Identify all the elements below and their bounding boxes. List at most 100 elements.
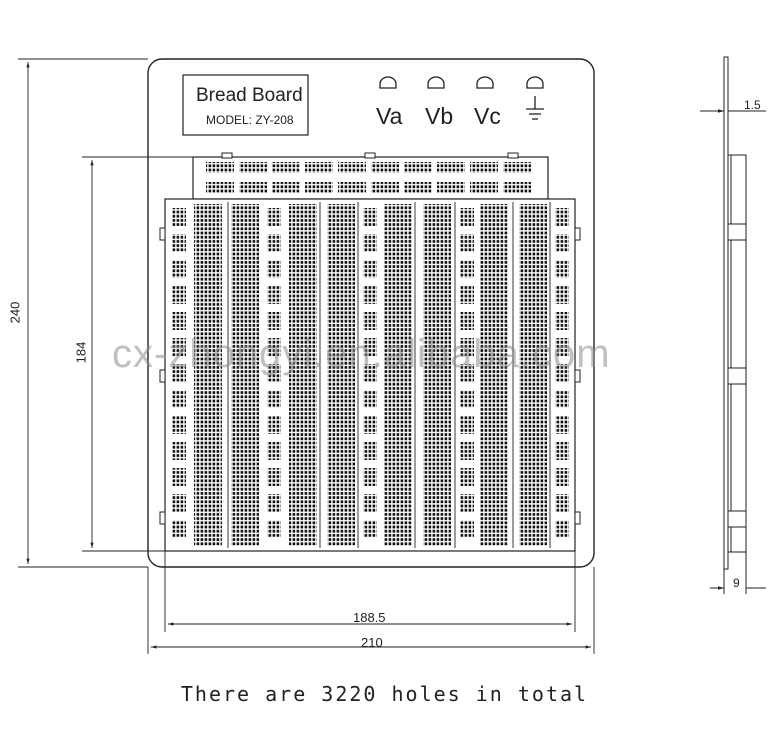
terminal-label-vb: Vb — [425, 103, 454, 129]
rail-hole-group — [460, 416, 474, 434]
dim-height-board: 184 — [73, 341, 89, 364]
rail-hole-group — [363, 468, 377, 486]
terminal-hole-column — [289, 204, 317, 546]
bus-hole-group — [239, 162, 267, 173]
rail-hole-group — [172, 338, 186, 356]
terminal-hole-column — [423, 204, 451, 546]
title-box-model: MODEL: ZY-208 — [206, 113, 294, 127]
rail-hole-group — [363, 312, 377, 330]
dim-thickness-total: 9 — [733, 576, 740, 590]
bus-hole-group — [404, 162, 432, 173]
terminal-post-icon — [379, 76, 397, 89]
dimension-lines — [18, 58, 595, 654]
title-box — [182, 74, 309, 136]
holes-total-caption: There are 3220 holes in total — [180, 682, 589, 706]
rail-hole-group — [363, 260, 377, 278]
rail-hole-group — [172, 286, 186, 304]
rail-hole-group — [460, 468, 474, 486]
bus-hole-group — [437, 162, 465, 173]
rail-hole-group — [267, 286, 281, 304]
rail-hole-group — [555, 208, 569, 226]
rail-hole-group — [172, 312, 186, 330]
rail-hole-group — [172, 208, 186, 226]
bus-hole-group — [437, 182, 465, 193]
rail-hole-group — [555, 260, 569, 278]
terminal-posts — [379, 76, 544, 89]
rail-hole-group — [460, 286, 474, 304]
rail-hole-group — [460, 312, 474, 330]
terminal-post-icon — [427, 76, 445, 89]
rail-hole-group — [363, 390, 377, 408]
dim-width-total: 210 — [361, 635, 383, 650]
bus-hole-group — [404, 182, 432, 193]
rail-hole-group — [172, 442, 186, 460]
rail-hole-group — [555, 416, 569, 434]
rail-hole-group — [460, 442, 474, 460]
rail-hole-group — [363, 364, 377, 382]
bus-hole-group — [371, 162, 399, 173]
rail-hole-group — [172, 234, 186, 252]
rail-hole-group — [267, 520, 281, 538]
rail-hole-group — [172, 364, 186, 382]
side-view — [700, 56, 766, 594]
rail-hole-group — [460, 338, 474, 356]
rail-hole-group — [460, 364, 474, 382]
bus-hole-group — [503, 162, 531, 173]
rail-hole-group — [267, 208, 281, 226]
rail-hole-group — [555, 520, 569, 538]
bus-hole-group — [272, 182, 300, 193]
bus-hole-group — [371, 182, 399, 193]
rail-hole-group — [363, 494, 377, 512]
rail-hole-group — [267, 234, 281, 252]
dim-height-total: 240 — [7, 301, 23, 324]
dim-width-board: 188.5 — [353, 610, 386, 625]
terminal-hole-column — [519, 204, 547, 546]
rail-hole-group — [363, 208, 377, 226]
terminal-strips — [172, 202, 569, 548]
rail-hole-group — [460, 494, 474, 512]
terminal-post-icon — [526, 76, 544, 89]
bus-hole-group — [206, 162, 234, 173]
rail-hole-group — [267, 416, 281, 434]
watermark: cx-zhongyi.en.alibaba.com — [112, 332, 611, 376]
rail-hole-group — [267, 494, 281, 512]
rail-hole-group — [555, 468, 569, 486]
dim-thickness-plate: 1.5 — [744, 98, 761, 112]
rail-hole-group — [172, 416, 186, 434]
rail-hole-group — [555, 442, 569, 460]
rail-hole-group — [460, 390, 474, 408]
bus-hole-group — [503, 182, 531, 193]
bus-hole-group — [305, 182, 333, 193]
rail-hole-group — [172, 494, 186, 512]
rail-hole-group — [267, 338, 281, 356]
rail-hole-group — [267, 260, 281, 278]
top-bus-holes — [206, 162, 531, 193]
title-box-name: Bread Board — [196, 85, 303, 106]
rail-hole-group — [555, 390, 569, 408]
rail-hole-group — [555, 494, 569, 512]
rail-hole-group — [363, 286, 377, 304]
terminal-label-va: Va — [376, 103, 403, 129]
rail-hole-group — [267, 364, 281, 382]
terminal-hole-column — [231, 204, 259, 546]
rail-hole-group — [460, 208, 474, 226]
rail-hole-group — [172, 390, 186, 408]
bus-hole-group — [338, 162, 366, 173]
rail-hole-group — [172, 468, 186, 486]
rail-hole-group — [555, 312, 569, 330]
rail-hole-group — [363, 520, 377, 538]
terminal-hole-column — [327, 204, 355, 546]
rail-hole-group — [363, 338, 377, 356]
bus-hole-group — [470, 182, 498, 193]
bus-hole-group — [470, 162, 498, 173]
terminal-post-icon — [476, 76, 494, 89]
terminal-hole-column — [194, 204, 222, 546]
rail-hole-group — [172, 260, 186, 278]
rail-hole-group — [267, 390, 281, 408]
rail-hole-group — [267, 312, 281, 330]
bus-hole-group — [206, 182, 234, 193]
rail-hole-group — [363, 442, 377, 460]
bus-hole-group — [239, 182, 267, 193]
